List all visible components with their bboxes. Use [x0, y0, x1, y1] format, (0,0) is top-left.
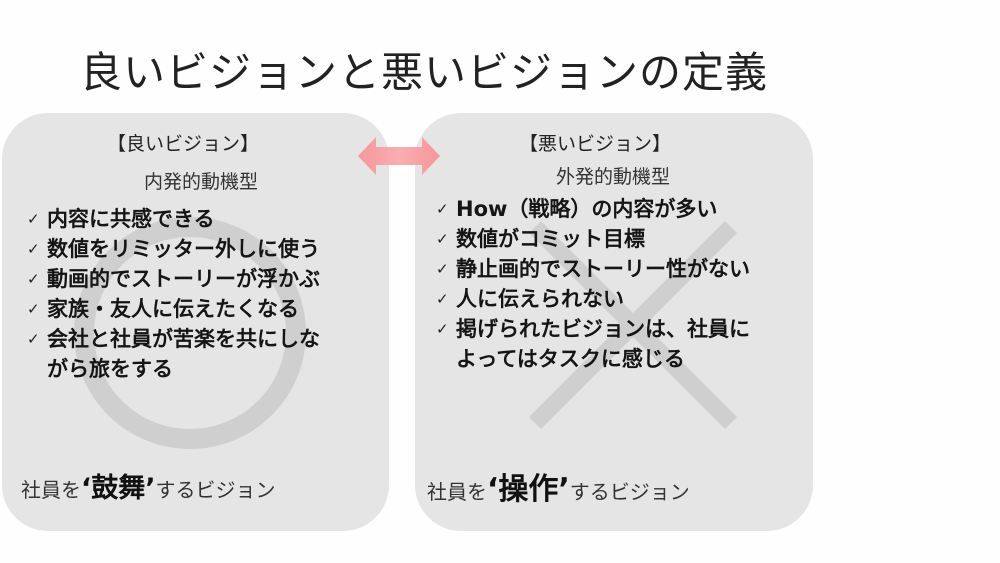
list-item: ✓ 人に伝えられない — [436, 284, 750, 314]
check-icon: ✓ — [27, 240, 40, 258]
bad-vision-footer: 社員を‘操作’するビジョン — [427, 472, 690, 507]
list-item: ✓ 掲げられたビジョンは、社員に よってはタスクに感じる — [436, 314, 750, 374]
list-item: ✓ 数値がコミット目標 — [436, 224, 750, 254]
good-vision-subheading: 内発的動機型 — [144, 171, 259, 193]
check-icon: ✓ — [436, 320, 449, 338]
good-vision-list: ✓ 内容に共感できる ✓ 数値をリミッター外しに使う ✓ 動画的でストーリーが浮… — [27, 204, 320, 384]
slide-title: 良いビジョンと悪いビジョンの定義 — [80, 48, 769, 97]
check-icon: ✓ — [27, 210, 40, 228]
double-arrow-icon — [358, 137, 440, 175]
check-icon: ✓ — [27, 300, 40, 318]
good-vision-footer: 社員を‘鼓舞’するビジョン — [21, 473, 276, 504]
check-icon: ✓ — [27, 270, 40, 288]
list-item: ✓ 家族・友人に伝えたくなる — [27, 294, 320, 324]
list-item: ✓ 数値をリミッター外しに使う — [27, 234, 320, 264]
check-icon: ✓ — [436, 260, 449, 278]
check-icon: ✓ — [436, 230, 449, 248]
footer-emphasis: ‘鼓舞’ — [81, 473, 156, 504]
list-item: ✓ 会社と社員が苦楽を共にしな がら旅をする — [27, 324, 320, 384]
check-icon: ✓ — [436, 200, 449, 218]
bad-vision-list: ✓ How（戦略）の内容が多い ✓ 数値がコミット目標 ✓ 静止画的でストーリー… — [436, 194, 750, 374]
bad-vision-subheading: 外発的動機型 — [556, 166, 671, 188]
footer-emphasis: ‘操作’ — [487, 472, 570, 507]
list-item: ✓ 内容に共感できる — [27, 204, 320, 234]
list-item: ✓ How（戦略）の内容が多い — [436, 194, 750, 224]
bad-vision-heading: 【悪いビジョン】 — [519, 133, 672, 155]
good-vision-heading: 【良いビジョン】 — [107, 133, 260, 155]
bad-vision-panel: 【悪いビジョン】 外発的動機型 ✓ How（戦略）の内容が多い ✓ 数値がコミッ… — [415, 113, 813, 531]
good-vision-panel: 【良いビジョン】 内発的動機型 ✓ 内容に共感できる ✓ 数値をリミッター外しに… — [2, 113, 389, 531]
list-item: ✓ 静止画的でストーリー性がない — [436, 254, 750, 284]
check-icon: ✓ — [436, 290, 449, 308]
check-icon: ✓ — [27, 330, 40, 348]
list-item: ✓ 動画的でストーリーが浮かぶ — [27, 264, 320, 294]
